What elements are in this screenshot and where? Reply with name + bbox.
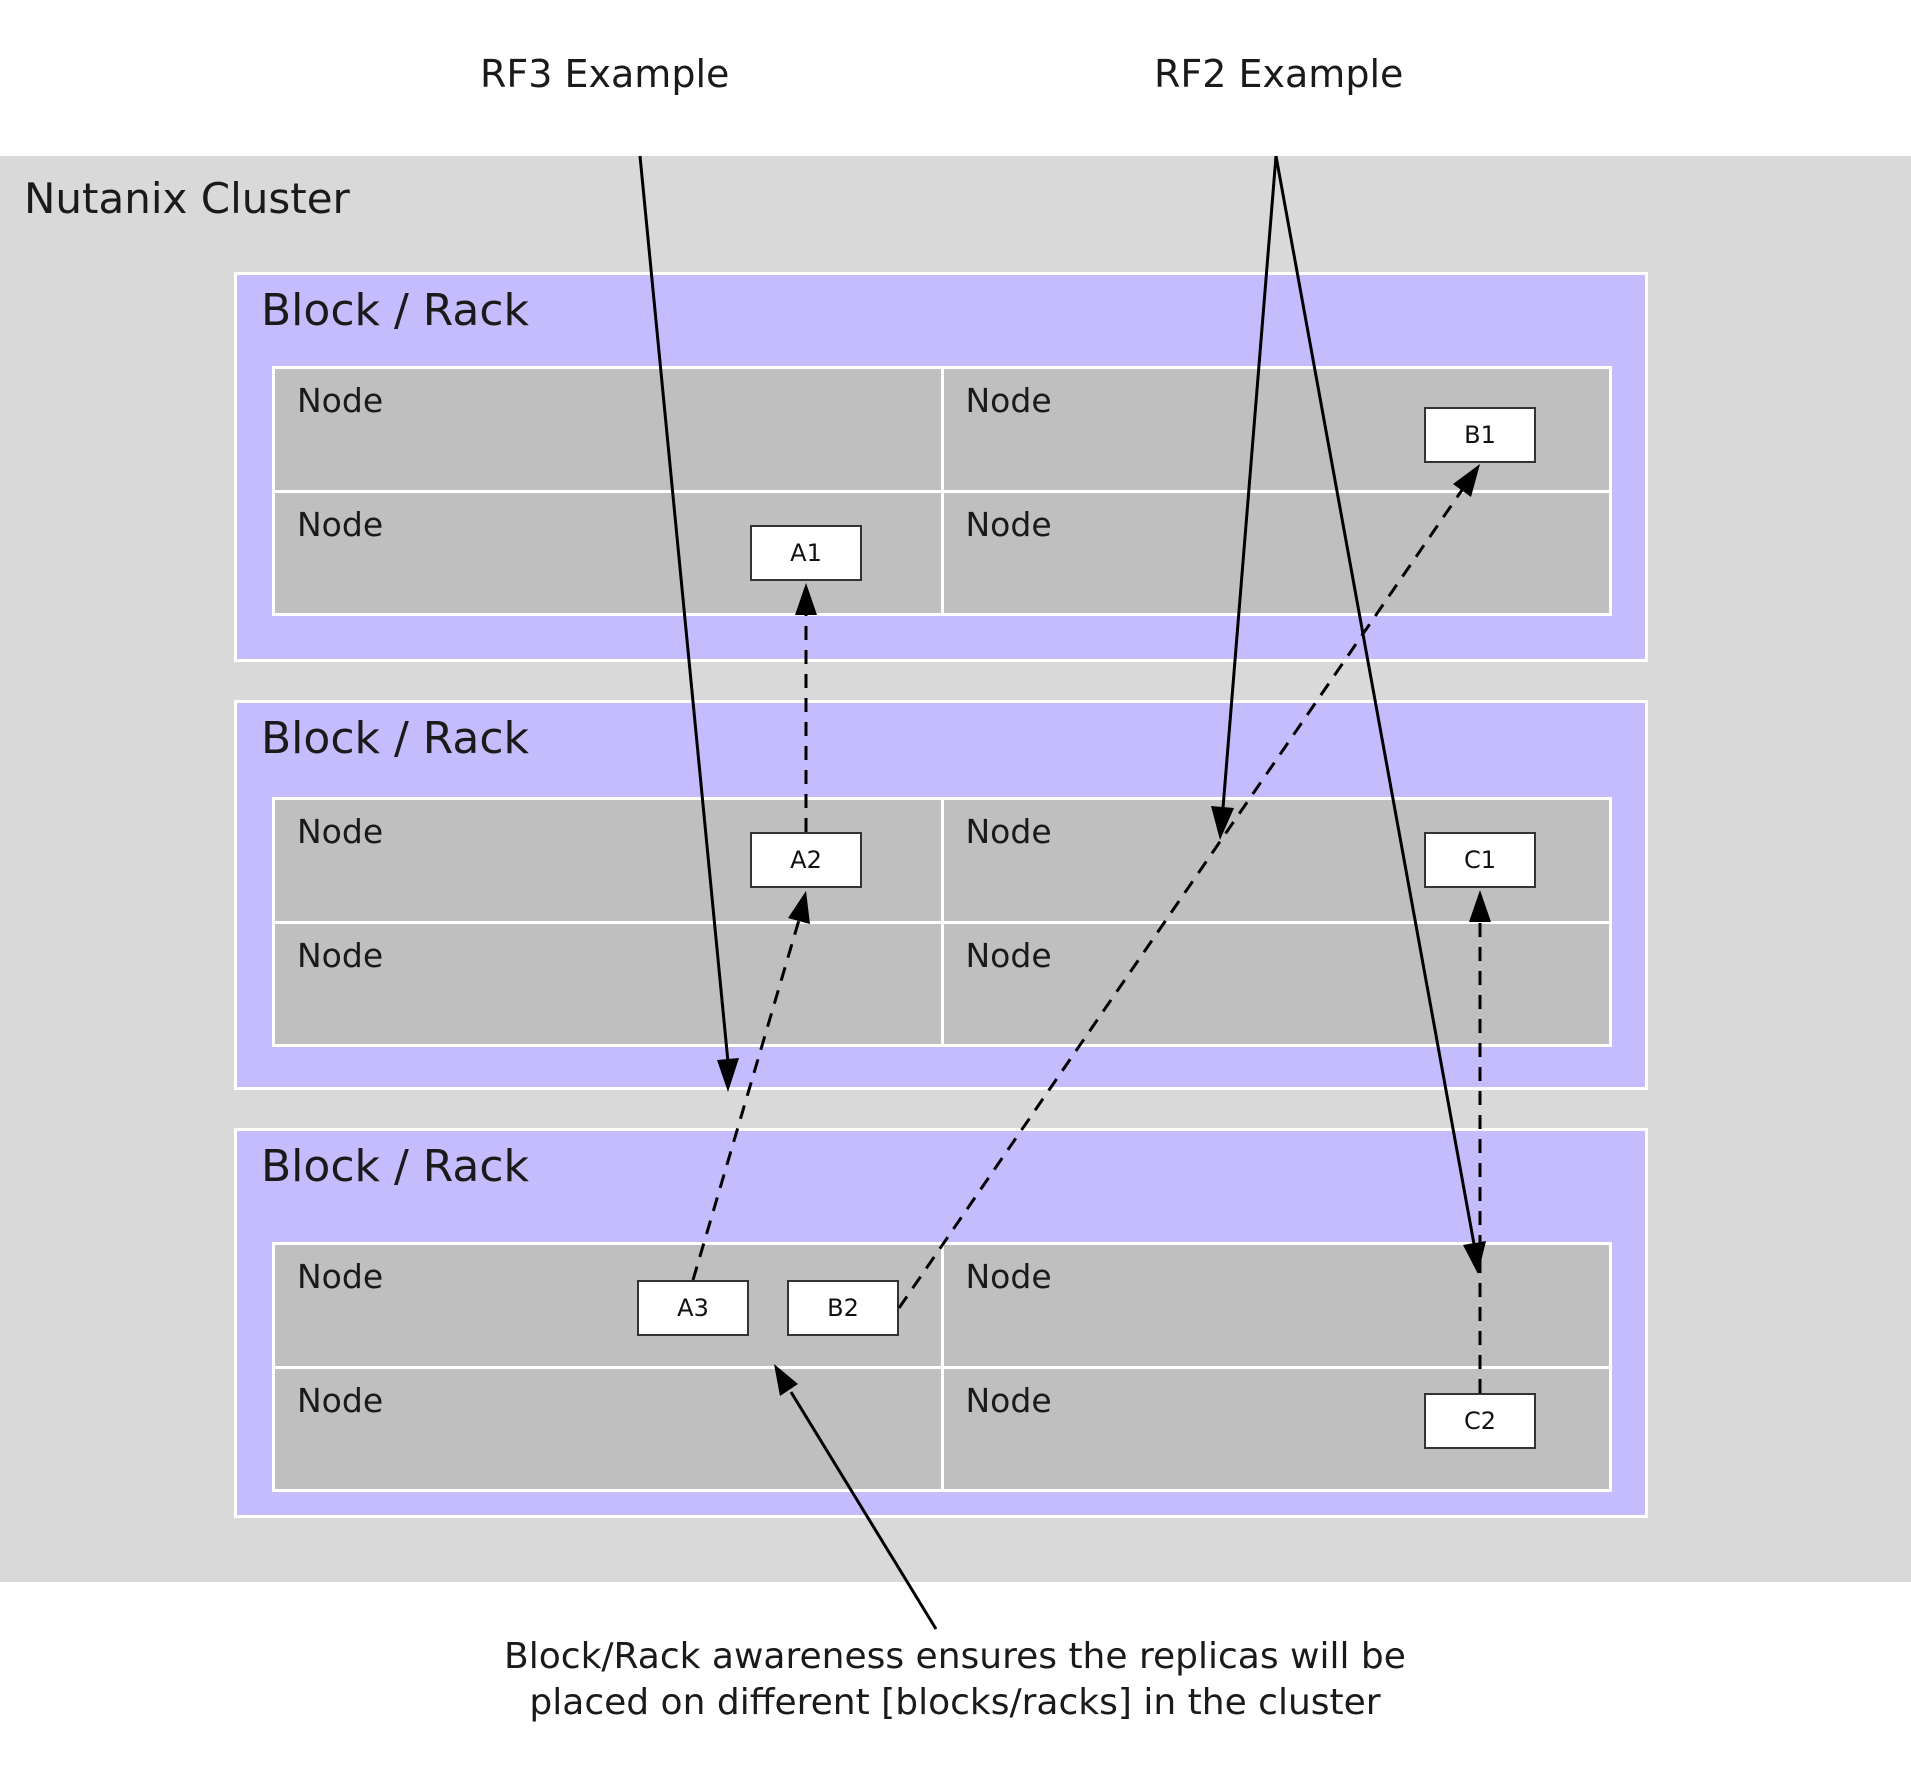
- node-label: Node: [297, 381, 384, 420]
- node: Node: [943, 492, 1609, 613]
- rf2-heading: RF2 Example: [1154, 52, 1404, 96]
- cluster-title: Nutanix Cluster: [24, 174, 350, 223]
- node: Node: [275, 1368, 941, 1489]
- node: Node: [275, 369, 941, 490]
- caption-line-1: Block/Rack awareness ensures the replica…: [504, 1636, 1406, 1677]
- replica-a2: A2: [750, 832, 862, 888]
- block-rack-3: Block / Rack Node Node Node Node: [234, 1128, 1648, 1518]
- caption: Block/Rack awareness ensures the replica…: [355, 1634, 1555, 1726]
- replica-b2: B2: [787, 1280, 899, 1336]
- node: Node: [943, 1245, 1609, 1366]
- replica-a1: A1: [750, 525, 862, 581]
- node-label: Node: [965, 935, 1052, 975]
- node: Node: [275, 923, 941, 1044]
- replica-c1: C1: [1424, 832, 1536, 888]
- replica-a3: A3: [637, 1280, 749, 1336]
- node-label: Node: [297, 935, 384, 975]
- replica-b1: B1: [1424, 407, 1536, 463]
- node-grid: Node Node Node Node: [272, 1242, 1612, 1492]
- node-label: Node: [965, 1380, 1052, 1420]
- node-grid: Node Node Node Node: [272, 797, 1612, 1047]
- node-label: Node: [297, 812, 384, 851]
- block-title: Block / Rack: [261, 713, 530, 764]
- node-grid: Node Node Node Node: [272, 366, 1612, 616]
- block-rack-2: Block / Rack Node Node Node Node: [234, 700, 1648, 1090]
- node-label: Node: [297, 1257, 384, 1296]
- caption-line-2: placed on different [blocks/racks] in th…: [529, 1682, 1381, 1723]
- node-label: Node: [965, 381, 1052, 420]
- node-label: Node: [965, 504, 1052, 544]
- replica-c2: C2: [1424, 1393, 1536, 1449]
- nutanix-cluster: Nutanix Cluster Block / Rack Node Node N…: [0, 156, 1911, 1582]
- block-rack-1: Block / Rack Node Node Node Node: [234, 272, 1648, 662]
- node: Node: [943, 923, 1609, 1044]
- block-title: Block / Rack: [261, 285, 530, 336]
- node-label: Node: [297, 504, 384, 544]
- node-label: Node: [965, 1257, 1052, 1296]
- rf3-heading: RF3 Example: [480, 52, 730, 96]
- block-title: Block / Rack: [261, 1141, 530, 1192]
- node-label: Node: [965, 812, 1052, 851]
- node-label: Node: [297, 1380, 384, 1420]
